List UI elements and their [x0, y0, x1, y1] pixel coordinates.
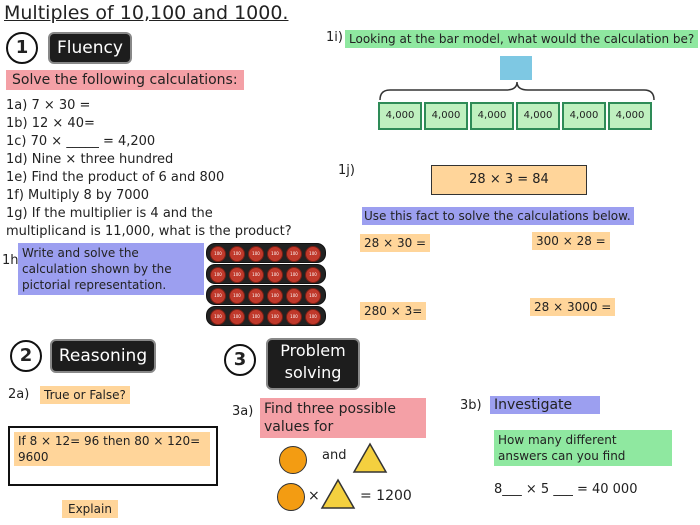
coin: 100	[229, 309, 245, 325]
coin: 100	[248, 309, 264, 325]
coin-row-4: 100 100 100 100 100 100	[206, 306, 326, 326]
section-label-problem-solving: Problem solving	[266, 338, 360, 390]
fluency-question-list: 1a) 7 × 30 = 1b) 12 × 40= 1c) 70 × _____…	[6, 98, 292, 240]
equation-rhs: = 1200	[360, 488, 412, 504]
bar-cell: 4,000	[424, 102, 468, 130]
coin: 100	[210, 267, 226, 283]
coin: 100	[210, 309, 226, 325]
question-1i-label: 1i)	[326, 30, 343, 45]
fact-instruction: Use this fact to solve the calculations …	[362, 207, 634, 225]
question-1f: 1f) Multiply 8 by 7000	[6, 188, 150, 203]
section-number-3: 3	[224, 344, 256, 376]
coin: 100	[305, 288, 321, 304]
fact-calc-3: 280 × 3=	[360, 302, 427, 320]
question-1e: 1e) Find the product of 6 and 800	[6, 170, 225, 185]
question-1g: 1g) If the multiplier is 4 and the	[6, 206, 213, 221]
coin: 100	[286, 309, 302, 325]
coin: 100	[267, 309, 283, 325]
coin: 100	[210, 246, 226, 262]
question-1d: 1d) Nine × three hundred	[6, 152, 174, 167]
coin: 100	[305, 309, 321, 325]
question-2a-prompt: True or False?	[40, 386, 130, 404]
question-1i-text: Looking at the bar model, what would the…	[345, 30, 699, 48]
question-3a-text: Find three possible values for	[260, 398, 426, 438]
question-3a-label: 3a)	[232, 404, 254, 419]
section-number-2: 2	[10, 340, 42, 372]
coin-row-1: 100 100 100 100 100 100	[206, 243, 326, 263]
fluency-instruction: Solve the following calculations:	[6, 70, 244, 90]
coin: 100	[305, 267, 321, 283]
section-number-1: 1	[6, 32, 38, 64]
bar-cell: 4,000	[562, 102, 606, 130]
fact-calc-1: 28 × 30 =	[360, 234, 431, 252]
fact-calc-2: 300 × 28 =	[532, 232, 610, 250]
fact-calc-4: 28 × 3000 =	[530, 298, 616, 316]
coin: 100	[229, 267, 245, 283]
question-1j-label: 1j)	[338, 163, 355, 178]
coin-row-3: 100 100 100 100 100 100	[206, 285, 326, 305]
explain-prompt: Explain	[62, 500, 118, 518]
triangle-shape-icon	[352, 442, 388, 473]
question-1a: 1a) 7 × 30 =	[6, 98, 91, 113]
triangle-shape-icon	[320, 478, 356, 509]
coin: 100	[286, 288, 302, 304]
section-label-fluency: Fluency	[48, 32, 132, 64]
bar-cell: 4,000	[470, 102, 514, 130]
coin: 100	[267, 288, 283, 304]
bar-cell: 4,000	[608, 102, 652, 130]
question-3b-equation: 8___ × 5 ___ = 40 000	[494, 482, 638, 497]
question-3b-prompt: Investigate	[490, 396, 600, 414]
bar-cell: 4,000	[516, 102, 560, 130]
coin: 100	[229, 246, 245, 262]
coin: 100	[286, 246, 302, 262]
coin-row-2: 100 100 100 100 100 100	[206, 264, 326, 284]
coin: 100	[248, 267, 264, 283]
question-1g-continued: multiplicand is 11,000, what is the prod…	[6, 224, 292, 239]
and-word: and	[322, 448, 347, 463]
coin: 100	[267, 246, 283, 262]
coin: 100	[305, 246, 321, 262]
coin: 100	[267, 267, 283, 283]
coin: 100	[248, 288, 264, 304]
bar-model-brace	[379, 81, 655, 101]
question-2a-label: 2a)	[8, 387, 30, 402]
unknown-bar-box	[500, 56, 532, 80]
question-1h-text: Write and solve the calculation shown by…	[18, 243, 204, 295]
question-3b-label: 3b)	[460, 398, 482, 413]
question-1b: 1b) 12 × 40=	[6, 116, 95, 131]
reasoning-statement: If 8 × 12= 96 then 80 × 120= 9600	[14, 432, 210, 466]
circle-shape-icon	[279, 446, 307, 474]
question-3b-text: How many different answers can you find	[494, 430, 672, 466]
page-title: Multiples of 10,100 and 1000.	[4, 2, 289, 24]
times-sign: ×	[308, 488, 320, 504]
coin: 100	[286, 267, 302, 283]
statement-frame	[8, 426, 218, 486]
coin: 100	[229, 288, 245, 304]
circle-shape-icon	[277, 483, 305, 511]
bar-cell: 4,000	[378, 102, 422, 130]
coin: 100	[248, 246, 264, 262]
section-label-reasoning: Reasoning	[50, 339, 156, 373]
coin: 100	[210, 288, 226, 304]
known-fact-box: 28 × 3 = 84	[431, 165, 587, 195]
question-1c: 1c) 70 × _____ = 4,200	[6, 134, 156, 149]
